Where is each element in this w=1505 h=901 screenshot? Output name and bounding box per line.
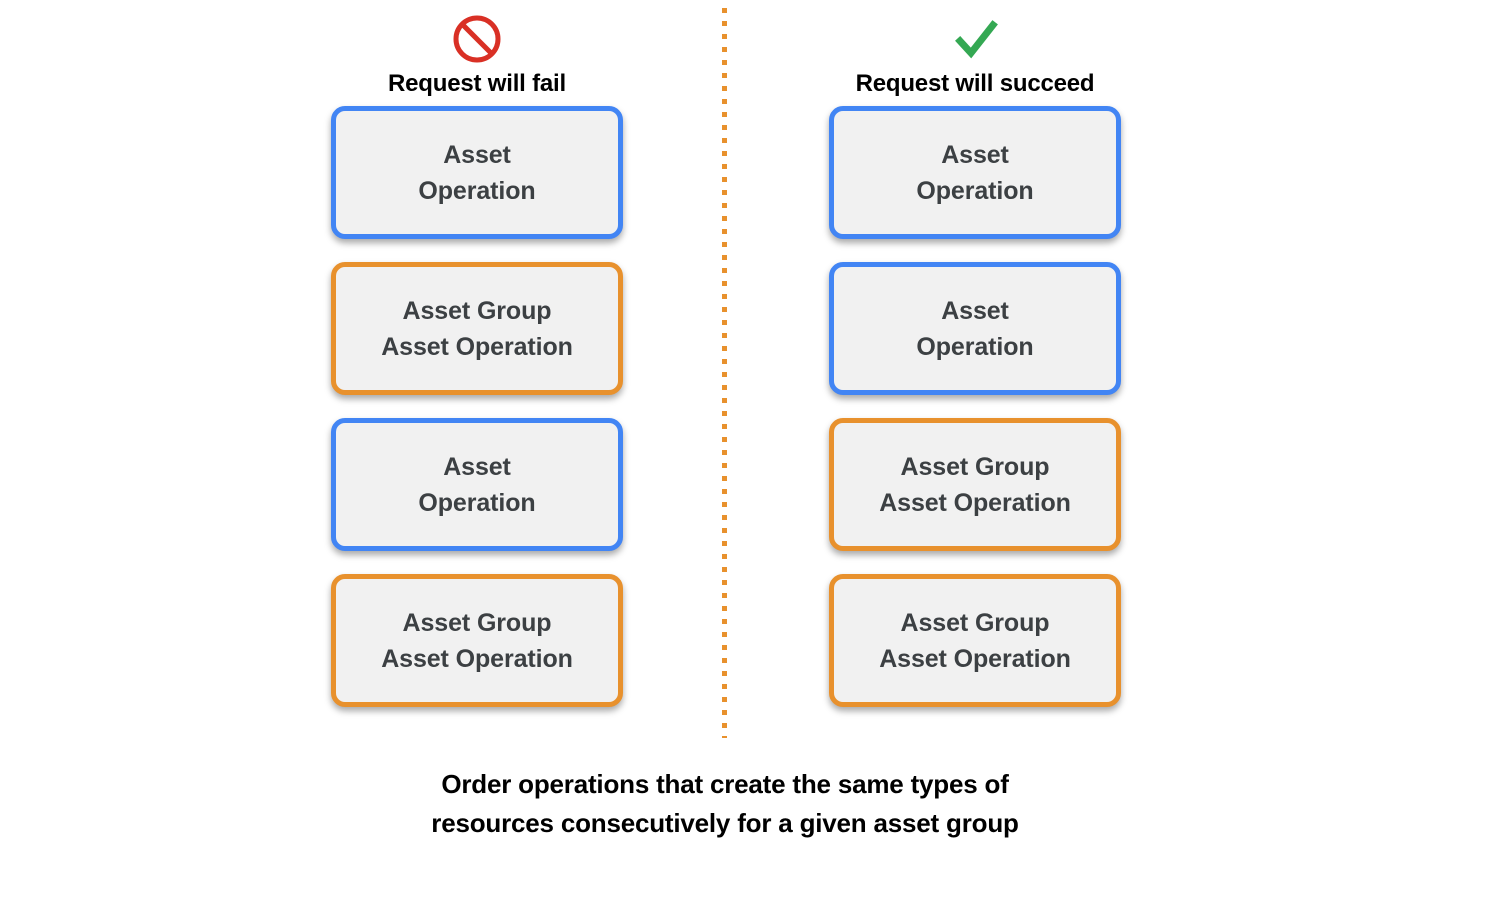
column-title-fail: Request will fail bbox=[388, 70, 566, 97]
operation-box-label: Asset Operation bbox=[418, 452, 536, 517]
operation-list-succeed: Asset Operation Asset Operation Asset Gr… bbox=[829, 106, 1121, 707]
operation-box-label: Asset Group Asset Operation bbox=[879, 608, 1071, 673]
column-request-will-succeed: Request will succeed Asset Operation Ass… bbox=[829, 12, 1121, 730]
prohibited-icon bbox=[447, 12, 507, 66]
column-title-succeed: Request will succeed bbox=[855, 70, 1095, 97]
column-header-fail: Request will fail bbox=[331, 12, 623, 98]
operation-box-label: Asset Group Asset Operation bbox=[381, 296, 573, 361]
operation-box-label: Asset Operation bbox=[916, 296, 1034, 361]
column-request-will-fail: Request will fail Asset Operation Asset … bbox=[331, 12, 623, 730]
operation-box-label: Asset Operation bbox=[418, 140, 536, 205]
operation-list-fail: Asset Operation Asset Group Asset Operat… bbox=[331, 106, 623, 707]
column-divider bbox=[722, 8, 727, 738]
operation-box[interactable]: Asset Group Asset Operation bbox=[829, 574, 1121, 707]
diagram-caption: Order operations that create the same ty… bbox=[431, 769, 1019, 838]
operation-box[interactable]: Asset Group Asset Operation bbox=[331, 574, 623, 707]
operation-box-label: Asset Group Asset Operation bbox=[879, 452, 1071, 517]
operation-box[interactable]: Asset Operation bbox=[829, 262, 1121, 395]
operation-box-label: Asset Group Asset Operation bbox=[381, 608, 573, 673]
operation-box[interactable]: Asset Group Asset Operation bbox=[331, 262, 623, 395]
operation-box-label: Asset Operation bbox=[916, 140, 1034, 205]
operation-box[interactable]: Asset Operation bbox=[829, 106, 1121, 239]
check-icon bbox=[945, 12, 1005, 66]
operation-box[interactable]: Asset Group Asset Operation bbox=[829, 418, 1121, 551]
operation-box[interactable]: Asset Operation bbox=[331, 106, 623, 239]
operation-box[interactable]: Asset Operation bbox=[331, 418, 623, 551]
column-header-succeed: Request will succeed bbox=[829, 12, 1121, 98]
